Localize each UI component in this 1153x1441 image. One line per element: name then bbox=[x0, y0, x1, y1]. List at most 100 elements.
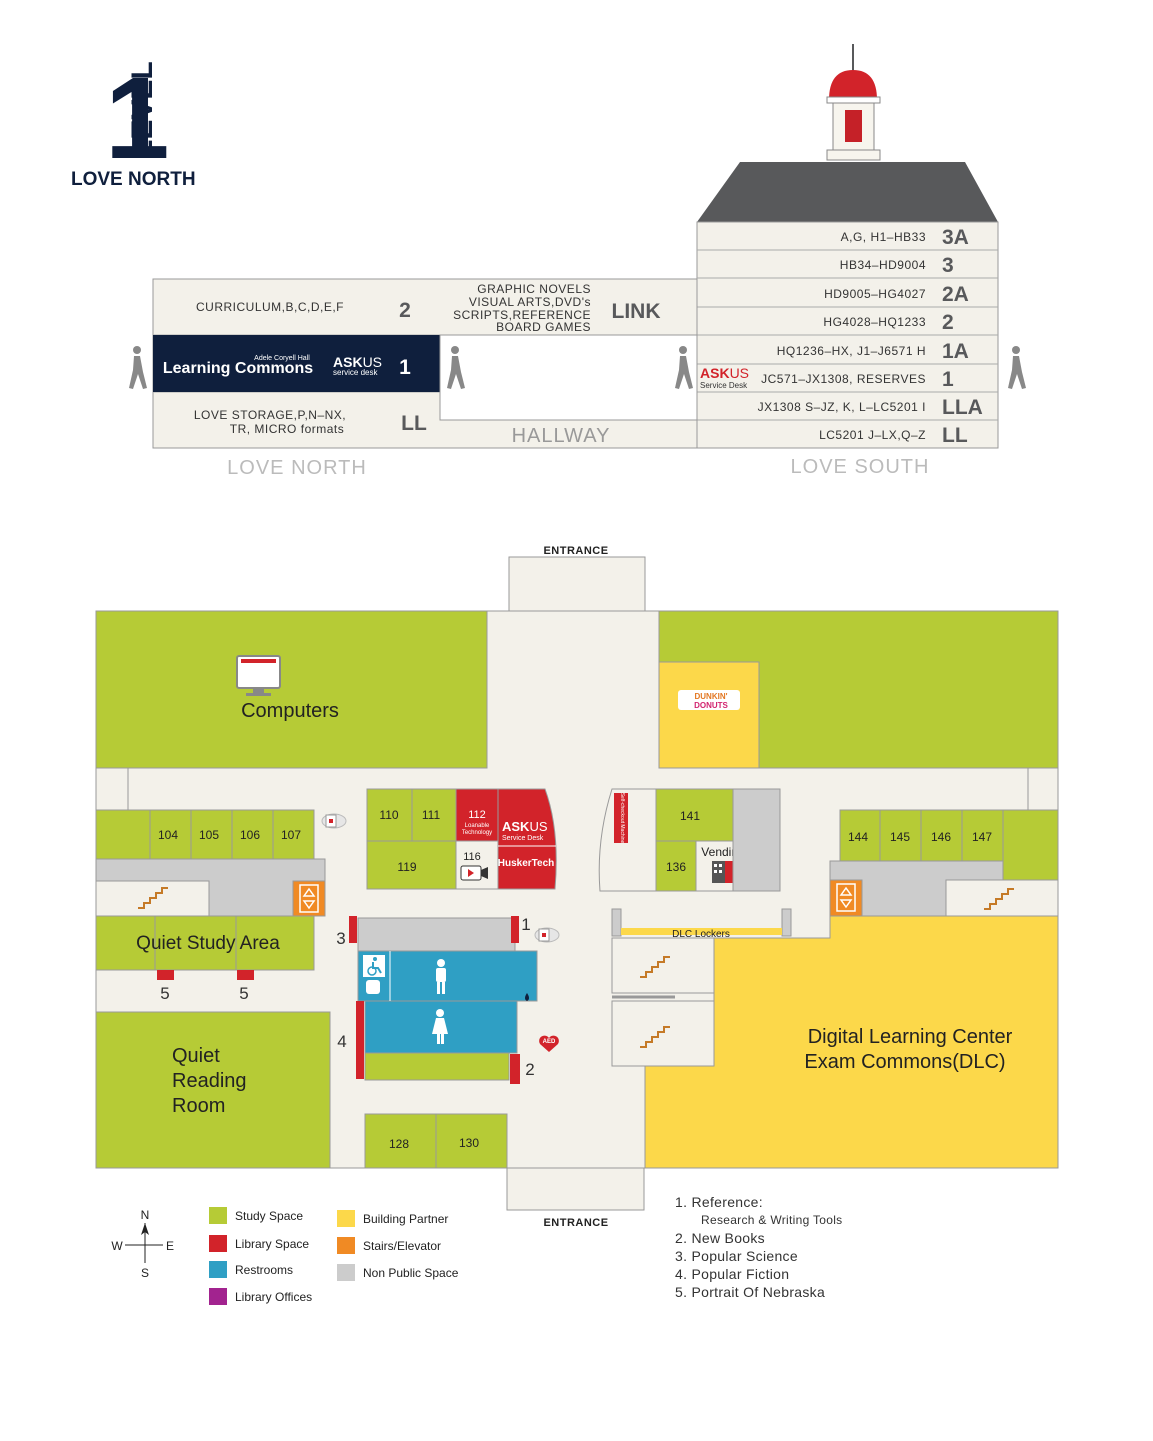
compass: N S W E bbox=[111, 1208, 174, 1280]
vending-machine-icon bbox=[712, 861, 735, 883]
room-119-label: 119 bbox=[397, 860, 416, 874]
south-row-2-range: HG4028–HQ1233 bbox=[823, 315, 926, 329]
reference-shelf[interactable] bbox=[511, 916, 519, 943]
elevator-icon bbox=[299, 884, 319, 913]
legend-label: Library Space bbox=[235, 1236, 310, 1251]
south-row-2a-range: HD9005–HG4027 bbox=[824, 287, 926, 301]
askus-us: US bbox=[529, 819, 547, 834]
note-5: 5. Portrait Of Nebraska bbox=[675, 1284, 826, 1300]
room-112-label: 112 bbox=[468, 809, 486, 821]
legend-building-partner: Building Partner bbox=[337, 1210, 448, 1227]
room-144-label: 144 bbox=[848, 830, 868, 844]
south-row-1-range: JC571–JX1308, RESERVES bbox=[761, 372, 926, 386]
room-107[interactable] bbox=[272, 809, 315, 860]
stairs-center-upper[interactable] bbox=[611, 937, 715, 994]
room-136[interactable] bbox=[655, 840, 697, 892]
north-arrow-icon bbox=[141, 1223, 149, 1235]
link-line-2: VISUAL ARTS,DVD's bbox=[469, 295, 591, 309]
building-name: LOVE NORTH bbox=[71, 169, 196, 190]
room-128[interactable] bbox=[364, 1113, 437, 1169]
askus-sub: Service Desk bbox=[502, 835, 544, 842]
north-row-ll-range-1: LOVE STORAGE,P,N–NX, bbox=[194, 408, 346, 422]
swatch bbox=[209, 1235, 227, 1252]
restroom-men[interactable] bbox=[357, 950, 538, 1002]
south-row-1-floor: 1 bbox=[942, 368, 954, 391]
svg-text:ASKUS: ASKUS bbox=[333, 354, 382, 370]
room-111[interactable] bbox=[411, 788, 457, 842]
legend-label: Stairs/Elevator bbox=[363, 1238, 442, 1253]
room-116-label: 116 bbox=[463, 851, 481, 863]
north-row-2-floor: 2 bbox=[399, 299, 411, 322]
stairs-center-lower[interactable] bbox=[611, 1000, 715, 1067]
room-146-label: 146 bbox=[931, 830, 951, 844]
dunkin-donuts-shop[interactable] bbox=[658, 661, 760, 769]
room-136-label: 136 bbox=[666, 860, 686, 874]
room-116[interactable] bbox=[455, 840, 499, 890]
askus-service-desk[interactable] bbox=[497, 788, 557, 890]
room-107-label: 107 bbox=[281, 828, 301, 842]
quiet-reading-line-3: Room bbox=[172, 1095, 225, 1117]
legend-label: Library Offices bbox=[235, 1289, 313, 1304]
south-row-2-floor: 2 bbox=[942, 311, 954, 334]
room-110-label: 110 bbox=[379, 808, 398, 822]
south-row-3a-range: A,G, H1–HB33 bbox=[841, 230, 926, 244]
popular-fiction-shelf[interactable] bbox=[356, 1001, 364, 1079]
room-146[interactable] bbox=[920, 809, 963, 862]
nonpublic-restroom-block bbox=[357, 917, 516, 952]
level-number: 1 bbox=[105, 60, 170, 183]
room-106[interactable] bbox=[231, 809, 274, 860]
nonpublic-center-east bbox=[732, 788, 781, 892]
north-desk-sub: service desk bbox=[333, 368, 378, 377]
new-books-shelf[interactable] bbox=[510, 1054, 520, 1084]
svg-text:ASKUS: ASKUS bbox=[502, 819, 548, 834]
dlc-lockers[interactable] bbox=[621, 928, 782, 935]
quiet-reading-room[interactable] bbox=[95, 1011, 331, 1169]
stairs-icon bbox=[138, 887, 168, 909]
dunkin-logo bbox=[678, 690, 740, 710]
north-ask: ASK bbox=[333, 354, 363, 370]
walking-person-icon bbox=[129, 346, 147, 389]
marker-5b: 5 bbox=[239, 984, 248, 1003]
svg-text:ASKUS: ASKUS bbox=[700, 365, 749, 381]
swatch bbox=[209, 1207, 227, 1224]
female-restroom-icon bbox=[432, 1009, 448, 1044]
room-112-loanable-technology[interactable] bbox=[455, 788, 499, 842]
marker-4: 4 bbox=[337, 1032, 346, 1051]
quiet-reading-line-1: Quiet bbox=[172, 1045, 220, 1067]
computer-monitor-icon bbox=[236, 655, 281, 696]
self-checkout-machine[interactable] bbox=[614, 793, 628, 843]
legend-restrooms: Restrooms bbox=[209, 1261, 293, 1278]
room-130[interactable] bbox=[435, 1113, 508, 1169]
room-147-label: 147 bbox=[972, 830, 992, 844]
dunkin-text-2: DONUTS bbox=[694, 701, 728, 710]
marker-3: 3 bbox=[336, 929, 345, 948]
room-110[interactable] bbox=[366, 788, 413, 842]
south-us: US bbox=[730, 365, 749, 381]
compass-s: S bbox=[141, 1266, 149, 1280]
legend-library-space: Library Space bbox=[209, 1235, 309, 1252]
north-row-ll-floor: LL bbox=[401, 412, 427, 435]
cupola-icon bbox=[826, 44, 881, 161]
quiet-study-area[interactable] bbox=[95, 915, 315, 971]
study-room-west[interactable] bbox=[95, 809, 151, 860]
compass-e: E bbox=[166, 1239, 174, 1253]
note-1-sub: Research & Writing Tools bbox=[701, 1213, 843, 1227]
water-fountain-icon bbox=[525, 993, 529, 1001]
computers-area[interactable] bbox=[95, 610, 488, 769]
elevator-icon bbox=[836, 883, 856, 912]
room-112-sub-1: Loanable bbox=[465, 823, 490, 829]
entrance-bottom-vestibule[interactable] bbox=[506, 1167, 645, 1211]
study-room-east[interactable] bbox=[1002, 809, 1059, 881]
swatch bbox=[209, 1288, 227, 1305]
entrance-top-vestibule[interactable] bbox=[508, 556, 646, 612]
room-119[interactable] bbox=[366, 840, 457, 890]
link-line-3: SCRIPTS,REFERENCE bbox=[453, 308, 591, 322]
south-row-ll-floor: LL bbox=[942, 424, 968, 447]
study-space-central[interactable] bbox=[364, 1052, 510, 1081]
learning-commons-label: Learning Commons bbox=[163, 360, 313, 377]
room-105[interactable] bbox=[190, 809, 233, 860]
south-row-1a-floor: 1A bbox=[942, 340, 969, 363]
popular-science-shelf[interactable] bbox=[349, 916, 357, 943]
south-row-lla-range: JX1308 S–JZ, K, L–LC5201 I bbox=[758, 400, 926, 414]
